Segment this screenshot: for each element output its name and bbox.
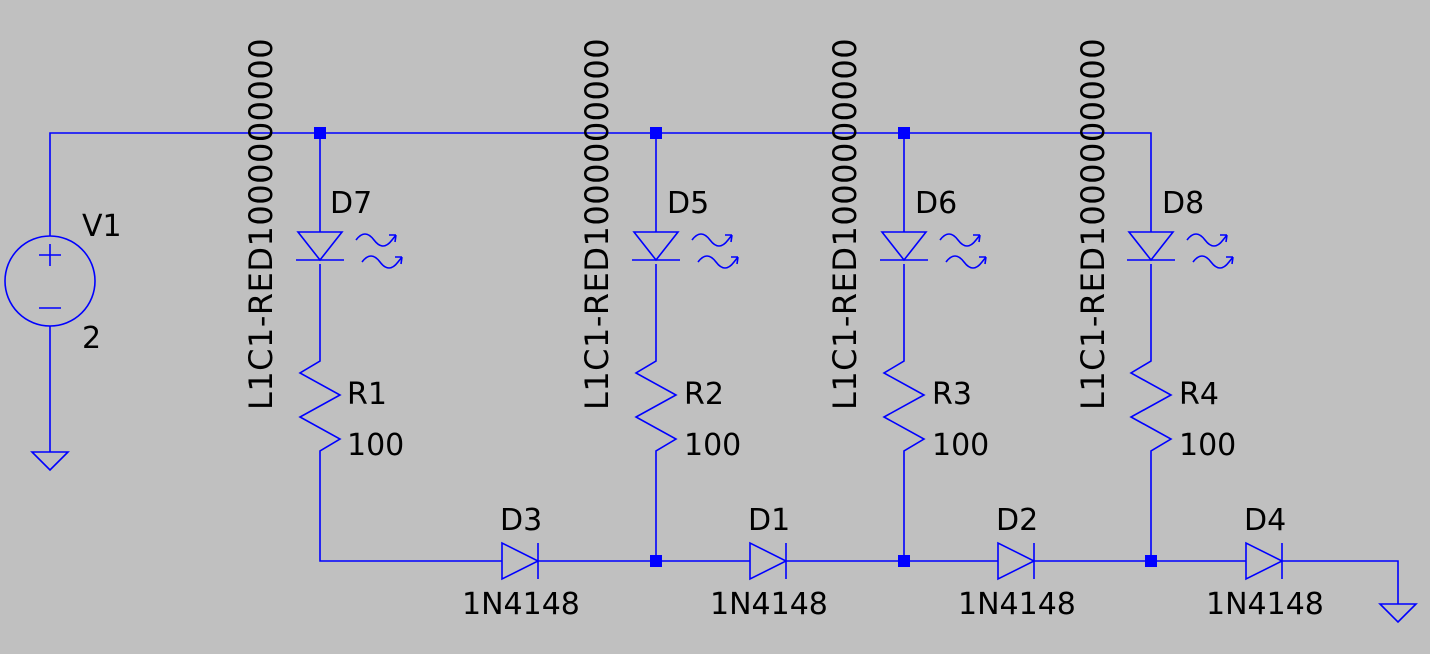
junction-node-icon [314, 127, 326, 139]
resistor-value: 100 [347, 428, 404, 463]
diode-name: D1 [748, 503, 790, 538]
junction-nodes [314, 127, 1157, 567]
diode-icon[interactable] [749, 542, 787, 580]
resistor-icon[interactable] [299, 346, 341, 466]
diode-model: 1N4148 [462, 587, 580, 622]
voltage-source-v1[interactable]: V1 2 [4, 209, 122, 356]
junction-node-icon [650, 555, 662, 567]
ground-icon [1379, 603, 1417, 623]
diode-model: 1N4148 [710, 587, 828, 622]
branch-2: D5 L1C1-RED1000000000 R2 100 [578, 38, 741, 466]
led-name: D6 [915, 186, 957, 221]
diode-model: 1N4148 [1206, 587, 1324, 622]
branch-1: D7 L1C1-RED1000000000 R1 100 [242, 38, 404, 466]
light-emission-icon [355, 233, 403, 269]
top-rail-wire [49, 132, 1152, 236]
led-name: D5 [667, 186, 709, 221]
resistor-icon[interactable] [1130, 346, 1172, 466]
resistor-name: R3 [932, 377, 972, 412]
light-emission-icon [939, 233, 987, 269]
wire-d4-ground [1282, 560, 1399, 604]
led-icon[interactable] [295, 231, 345, 261]
branch-4: D8 L1C1-RED1000000000 R4 100 [1074, 38, 1236, 466]
resistor-name: R4 [1179, 377, 1219, 412]
wires [49, 132, 1399, 604]
led-model: L1C1-RED1000000000 [578, 38, 616, 410]
resistor-icon[interactable] [635, 346, 677, 466]
led-model: L1C1-RED1000000000 [242, 38, 280, 410]
branch-3: D6 L1C1-RED1000000000 R3 100 [826, 38, 989, 466]
diode-d2: D2 1N4148 [958, 503, 1076, 622]
led-model: L1C1-RED1000000000 [826, 38, 864, 410]
diode-name: D4 [1244, 503, 1286, 538]
diode-icon[interactable] [997, 542, 1035, 580]
wire-r1-d3 [319, 465, 502, 562]
diode-name: D3 [500, 503, 542, 538]
diode-name: D2 [996, 503, 1038, 538]
led-name: D7 [330, 186, 372, 221]
junction-node-icon [898, 555, 910, 567]
led-icon[interactable] [1126, 231, 1176, 261]
resistor-name: R2 [684, 377, 724, 412]
diode-d4: D4 1N4148 [1206, 503, 1324, 622]
source-value: 2 [82, 321, 101, 356]
voltage-source-icon [4, 235, 96, 327]
led-model: L1C1-RED1000000000 [1074, 38, 1112, 410]
resistor-name: R1 [347, 377, 387, 412]
source-name: V1 [82, 209, 122, 244]
light-emission-icon [691, 233, 739, 269]
resistor-value: 100 [684, 428, 741, 463]
diode-icon[interactable] [1245, 542, 1283, 580]
light-emission-icon [1186, 233, 1234, 269]
ground-icon [31, 451, 69, 471]
led-name: D8 [1162, 186, 1204, 221]
junction-node-icon [650, 127, 662, 139]
junction-node-icon [1145, 555, 1157, 567]
resistor-icon[interactable] [883, 346, 925, 466]
resistor-value: 100 [1179, 428, 1236, 463]
diode-d3: D3 1N4148 [462, 503, 580, 622]
led-icon[interactable] [879, 231, 929, 261]
resistor-value: 100 [932, 428, 989, 463]
diode-model: 1N4148 [958, 587, 1076, 622]
junction-node-icon [898, 127, 910, 139]
diode-d1: D1 1N4148 [710, 503, 828, 622]
diode-icon[interactable] [501, 542, 539, 580]
led-icon[interactable] [631, 231, 681, 261]
